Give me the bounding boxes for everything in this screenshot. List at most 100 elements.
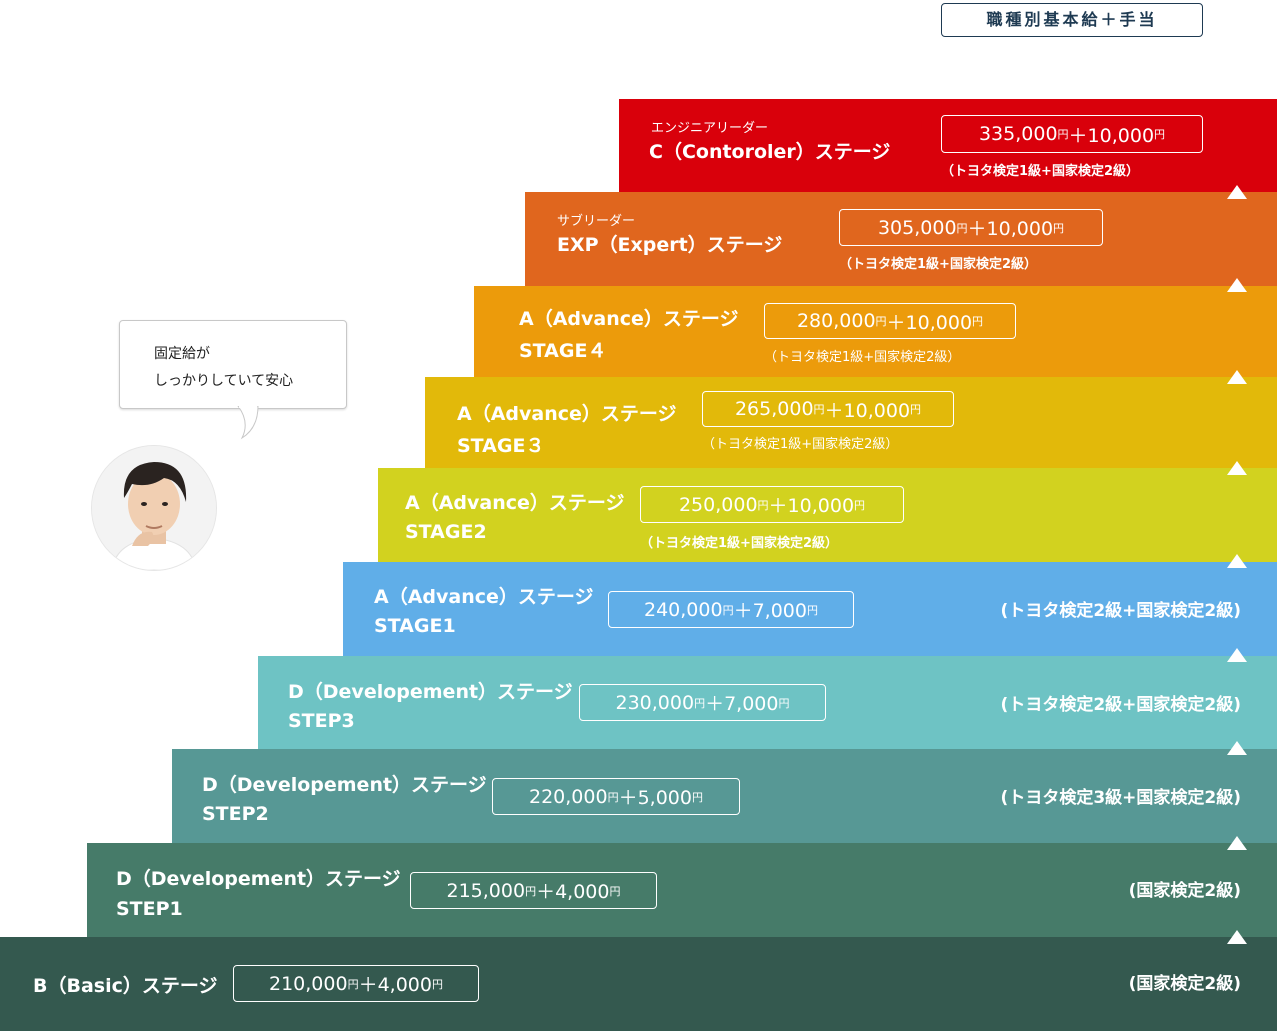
yen-unit: 円	[431, 977, 443, 991]
certification: （トヨタ検定1級+国家検定2級）	[839, 257, 1037, 272]
certification: (トヨタ検定3級+国家検定2級)	[1000, 788, 1241, 808]
stage-name: B（Basic）ステージ	[33, 975, 218, 997]
yen-unit: 円	[854, 498, 866, 512]
base-salary: 210,000	[269, 972, 348, 995]
stage-subtitle: サブリーダー	[557, 214, 636, 229]
stage-level: STAGE３	[457, 435, 545, 457]
yen-unit: 円	[525, 884, 537, 898]
yen-unit: 円	[722, 603, 734, 617]
up-arrow-icon	[1227, 648, 1247, 662]
stage-name: D（Developement）ステージ	[288, 681, 573, 703]
up-arrow-icon	[1227, 930, 1247, 944]
speech-bubble: 固定給が しっかりしていて安心	[119, 320, 347, 409]
allowance: ＋4,000	[536, 881, 610, 903]
base-salary: 280,000	[796, 310, 876, 332]
stage-name: C（Contoroler）ステージ	[649, 141, 891, 163]
base-salary: 250,000	[678, 493, 758, 516]
yen-unit: 円	[972, 315, 984, 328]
avatar	[91, 445, 217, 571]
stage-name: EXP（Expert）ステージ	[557, 234, 783, 256]
stage-name: D（Developement）ステージ	[116, 868, 401, 890]
up-arrow-icon	[1227, 741, 1247, 755]
base-salary: 265,000	[734, 398, 814, 420]
stage-level: STEP1	[116, 898, 183, 920]
stage-level: STEP3	[288, 710, 355, 732]
yen-unit: 円	[1154, 128, 1166, 141]
base-salary: 240,000	[644, 598, 723, 621]
header-badge: 職種別基本給＋手当	[941, 3, 1203, 37]
yen-unit: 円	[694, 696, 706, 710]
certification: (トヨタ検定2級+国家検定2級)	[1000, 601, 1241, 621]
yen-unit: 円	[1053, 221, 1065, 235]
yen-unit: 円	[778, 696, 790, 710]
yen-unit: 円	[875, 315, 887, 328]
certification: （トヨタ検定1級+国家検定2級）	[702, 437, 899, 452]
allowance: ＋10,000	[824, 399, 911, 422]
allowance: ＋10,000	[967, 218, 1054, 240]
yen-unit: 円	[956, 221, 968, 235]
yen-unit: 円	[757, 498, 769, 512]
stage-name: A（Advance）ステージ	[519, 308, 739, 330]
base-salary: 215,000	[446, 879, 526, 902]
stage-name: D（Developement）ステージ	[202, 774, 487, 796]
allowance: ＋5,000	[618, 787, 692, 809]
stage-level: STAGE４	[519, 340, 607, 362]
stage-subtitle: エンジニアリーダー	[651, 121, 769, 136]
base-salary: 335,000	[978, 123, 1058, 145]
certification: (国家検定2級)	[1128, 974, 1241, 994]
certification: （トヨタ検定1級+国家検定2級）	[764, 350, 961, 365]
bubble-line-2: しっかりしていて安心	[154, 373, 294, 389]
yen-unit: 円	[813, 403, 825, 416]
allowance: ＋10,000	[768, 495, 855, 517]
base-salary: 305,000	[877, 216, 957, 239]
stage-level: STAGE1	[374, 615, 456, 637]
stage-level: STEP2	[202, 803, 269, 825]
base-salary: 220,000	[529, 785, 608, 808]
stage-name: A（Advance）ステージ	[457, 403, 677, 425]
allowance: ＋7,000	[733, 600, 807, 622]
allowance: ＋7,000	[705, 693, 779, 715]
allowance: ＋10,000	[886, 311, 973, 334]
up-arrow-icon	[1227, 278, 1247, 292]
certification: （トヨタ検定1級+国家検定2級）	[941, 164, 1139, 179]
certification: (トヨタ検定2級+国家検定2級)	[1000, 695, 1241, 715]
up-arrow-icon	[1227, 461, 1247, 475]
yen-unit: 円	[347, 977, 359, 991]
bubble-line-1: 固定給が	[154, 346, 210, 362]
speech-bubble-tail	[237, 406, 259, 440]
certification: （トヨタ検定1級+国家検定2級）	[640, 536, 838, 551]
certification: (国家検定2級)	[1128, 881, 1241, 901]
yen-unit: 円	[607, 790, 619, 804]
yen-unit: 円	[806, 603, 818, 617]
stage-name: A（Advance）ステージ	[374, 586, 594, 608]
stage-level: STAGE2	[405, 521, 487, 543]
up-arrow-icon	[1227, 554, 1247, 568]
up-arrow-icon	[1227, 185, 1247, 199]
yen-unit: 円	[609, 884, 621, 898]
up-arrow-icon	[1227, 836, 1247, 850]
allowance: ＋4,000	[358, 974, 432, 996]
yen-unit: 円	[691, 790, 703, 804]
stage-name: A（Advance）ステージ	[405, 492, 625, 514]
up-arrow-icon	[1227, 370, 1247, 384]
yen-unit: 円	[1057, 128, 1069, 141]
allowance: ＋10,000	[1068, 124, 1155, 147]
